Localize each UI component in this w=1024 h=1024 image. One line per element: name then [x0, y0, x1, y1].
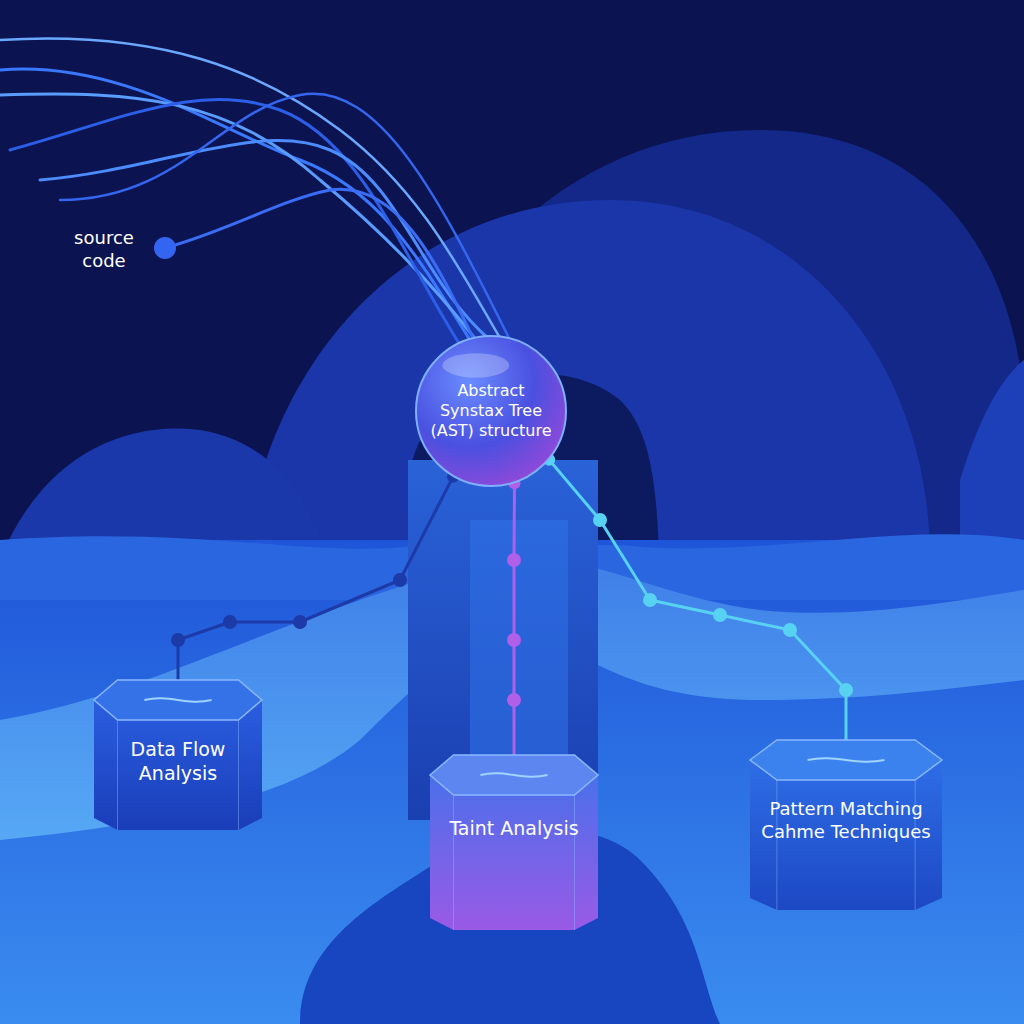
connector-dot [507, 693, 521, 707]
connector-dot [783, 623, 797, 637]
connector [549, 460, 846, 758]
analysis-prism: Taint Analysis [430, 755, 598, 930]
sphere-body [416, 336, 566, 486]
prism-glyph [144, 698, 211, 701]
connector [178, 477, 453, 698]
connector-dot [393, 573, 407, 587]
prism-top [750, 740, 942, 780]
connector-dot [171, 633, 185, 647]
prism-glyph [480, 773, 547, 776]
connector-dot [507, 633, 521, 647]
prism-shape [430, 755, 598, 930]
connector-dot [223, 615, 237, 629]
node-text: Taint Analysis [440, 817, 588, 841]
prism-top [430, 755, 598, 795]
prism-body [750, 760, 942, 910]
prism-top [94, 680, 262, 720]
prism-body [430, 775, 598, 930]
ast-sphere: Abstract Synstax Tree (AST) structure [415, 335, 567, 487]
connector-dot [839, 683, 853, 697]
source-label: source code [58, 226, 150, 273]
connector-dot [643, 593, 657, 607]
prism-glyph [808, 758, 885, 761]
connector-dot [507, 553, 521, 567]
connector-dot [293, 615, 307, 629]
connector-dot [593, 513, 607, 527]
sphere-highlight [442, 353, 509, 377]
analysis-prism: Data Flow Analysis [94, 680, 262, 830]
node-text: Pattern Matching Cahme Techniques [760, 798, 932, 843]
analysis-prism: Pattern Matching Cahme Techniques [750, 740, 942, 910]
node-text: Abstract Synstax Tree (AST) structure [427, 381, 555, 441]
prism-edge [454, 795, 575, 930]
connector-dot [713, 608, 727, 622]
connector [513, 483, 516, 773]
node-text: Data Flow Analysis [104, 738, 252, 786]
